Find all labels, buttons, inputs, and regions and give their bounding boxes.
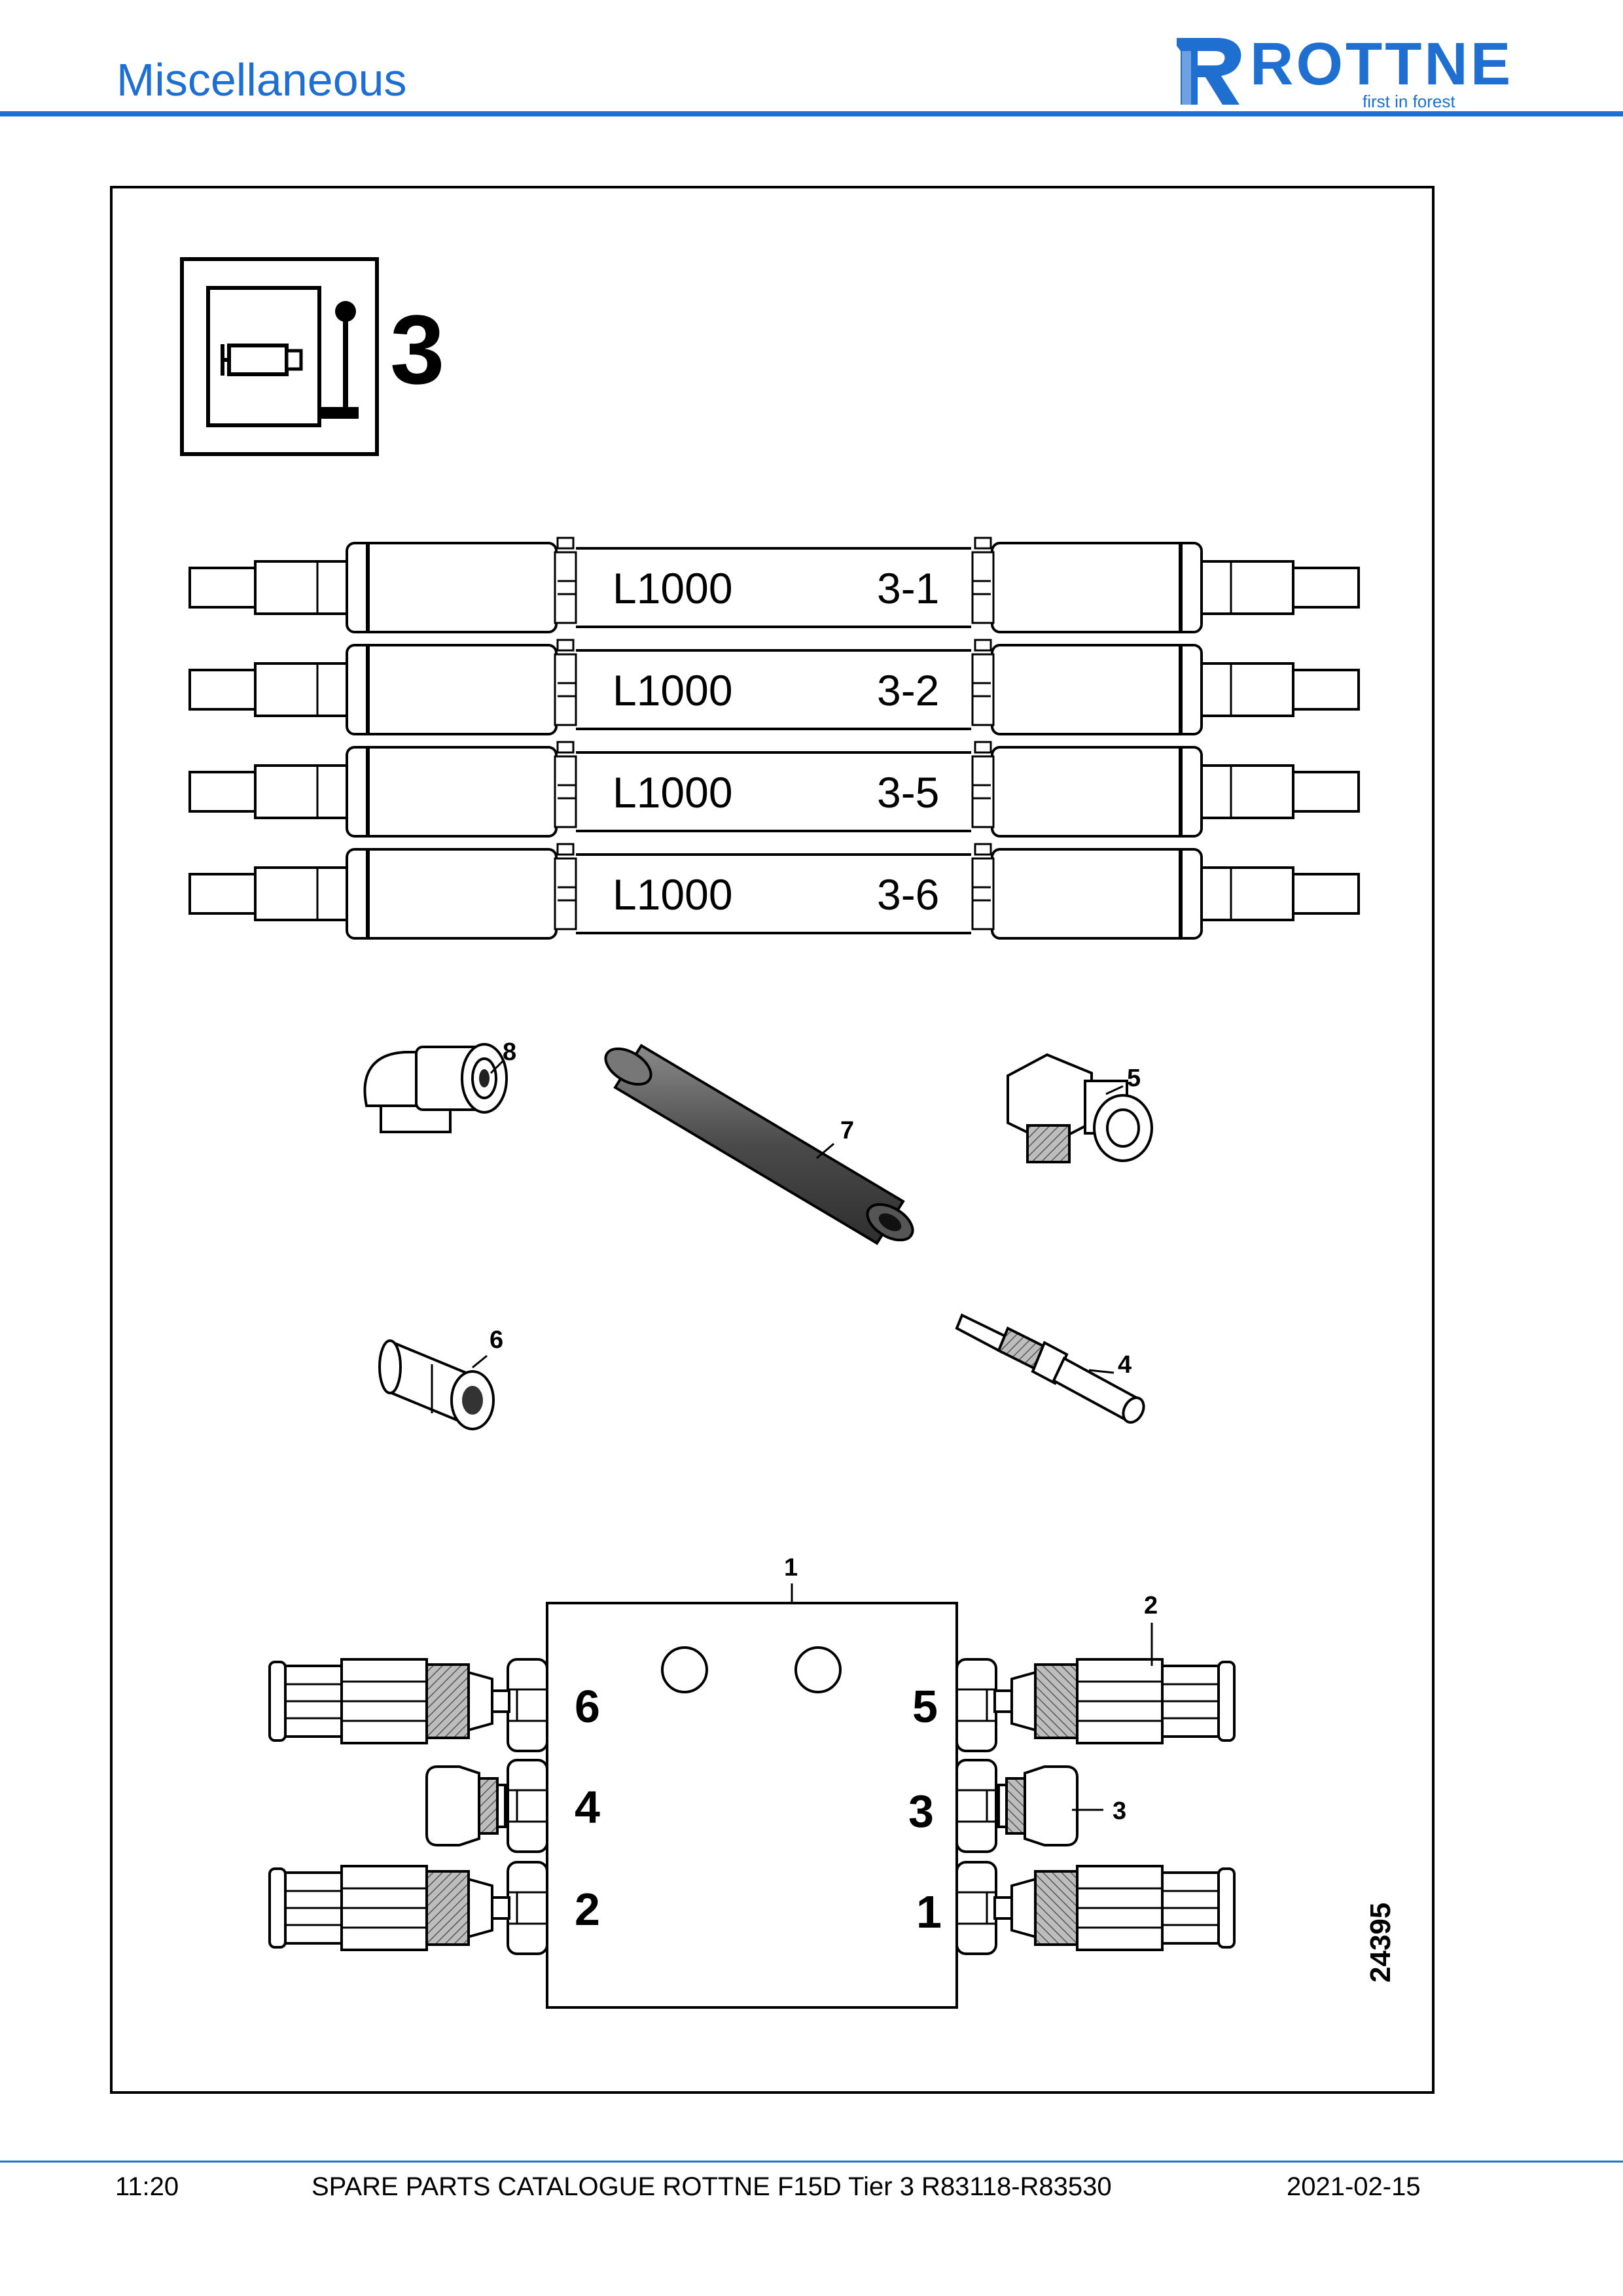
port-label: 5 (912, 1681, 938, 1732)
hose-id-label: 3-1 (877, 564, 939, 612)
footer-page-number: 11:20 (115, 2172, 179, 2201)
footer-rule (0, 2161, 1623, 2163)
group-symbol-box (180, 257, 379, 456)
port-label: 2 (575, 1884, 600, 1935)
group-number: 3 (390, 294, 444, 404)
port-label: 4 (575, 1782, 600, 1833)
logo-emblem-icon (1177, 38, 1241, 105)
header-rule (0, 111, 1623, 116)
hose-id-label: 3-2 (877, 666, 939, 715)
hose-id-label: 3-6 (877, 870, 939, 919)
callout-3: 3 (1113, 1797, 1126, 1825)
elbow-fitting-illustration (363, 1043, 508, 1133)
page-title: Miscellaneous (116, 54, 407, 105)
rottne-logo: ROTTNE first in forest (1171, 31, 1514, 111)
callout-1: 1 (784, 1554, 798, 1581)
logo-wordmark: ROTTNE (1250, 31, 1514, 97)
port-label: 3 (908, 1786, 934, 1837)
callout-8: 8 (503, 1038, 516, 1066)
hose-length-label: L1000 (613, 564, 733, 612)
callout-leaders (472, 1060, 1153, 1811)
callout-2: 2 (1144, 1592, 1158, 1619)
drawing-number: 24395 (1364, 1903, 1397, 1983)
callout-5: 5 (1127, 1065, 1141, 1092)
port-label: 6 (575, 1681, 600, 1732)
hose-assemblies (190, 538, 1359, 938)
port-label: 1 (916, 1886, 942, 1937)
hose-id-label: 3-5 (877, 768, 939, 817)
hose-length-label: L1000 (613, 768, 733, 817)
angled-fitting-illustration (1007, 1053, 1153, 1163)
callout-6: 6 (490, 1326, 503, 1354)
callout-4: 4 (1118, 1351, 1132, 1379)
callout-7: 7 (840, 1117, 854, 1144)
illustration-frame (110, 186, 1435, 2094)
tube-illustration (604, 1044, 914, 1245)
logo-tagline: first in forest (1363, 92, 1455, 111)
adapter-illustration (378, 1339, 495, 1430)
valve-block-illustration (268, 1602, 1236, 2009)
hose-length-label: L1000 (613, 870, 733, 919)
footer-catalogue-title: SPARE PARTS CATALOGUE ROTTNE F15D Tier 3… (312, 2172, 1112, 2201)
hose-nipple-illustration (955, 1313, 1145, 1424)
hose-length-label: L1000 (613, 666, 733, 715)
footer-date: 2021-02-15 (1287, 2172, 1421, 2201)
